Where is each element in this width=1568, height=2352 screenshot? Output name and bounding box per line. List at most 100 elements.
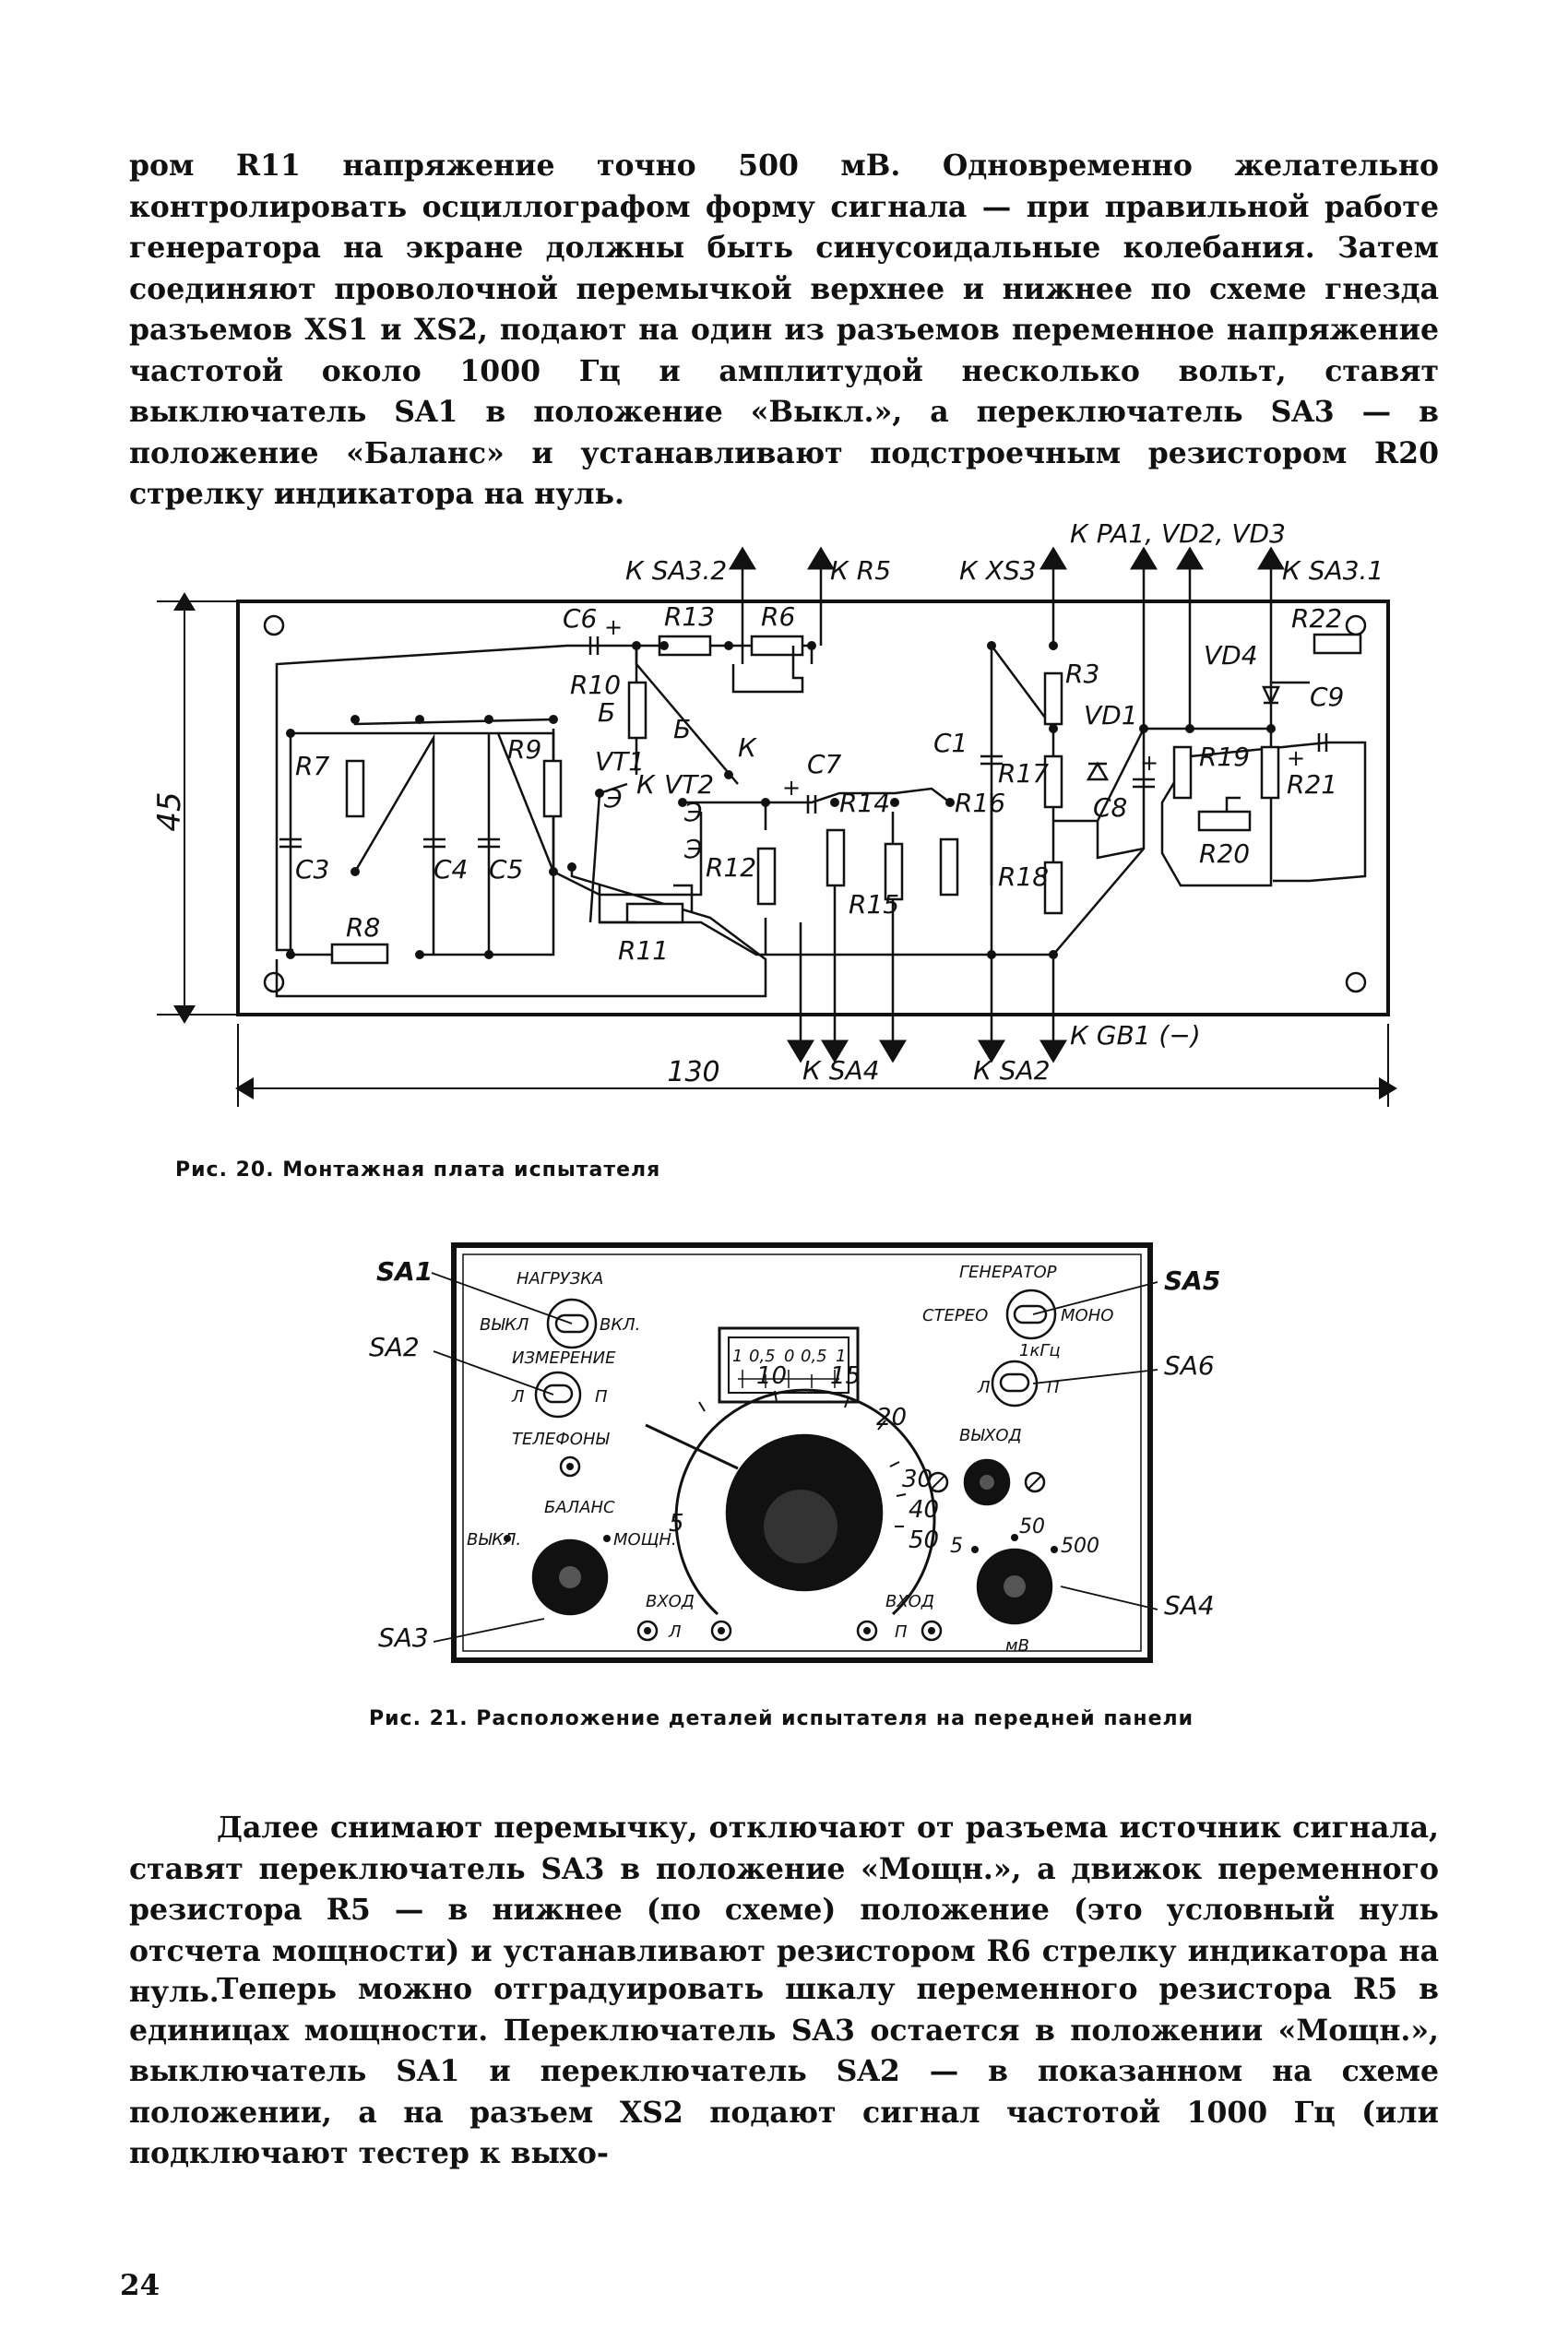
- dial-scale-20: 20: [876, 1404, 907, 1431]
- capacitor-c3: [279, 837, 302, 849]
- panel-label-input-l: ВХОД: [646, 1592, 695, 1611]
- label-r20: R20: [1199, 838, 1250, 869]
- label-e2: Э: [683, 797, 703, 827]
- panel-label-on: ВКЛ.: [600, 1315, 640, 1335]
- label-c9: C9: [1310, 682, 1344, 712]
- indicator-meter: [718, 1326, 860, 1404]
- meter-scale-1: 1: [732, 1347, 742, 1366]
- panel-label-phones: ТЕЛЕФОНЫ: [512, 1430, 610, 1449]
- mount-hole: [263, 614, 285, 636]
- panel-label-power: МОЩН.: [613, 1530, 677, 1550]
- capacitor-c8: [1133, 778, 1155, 789]
- power-dial-r5: [645, 1388, 936, 1616]
- svg-text:+: +: [1140, 750, 1158, 776]
- label-b2: Б: [673, 714, 691, 744]
- panel-label-1khz: 1кГц: [1019, 1341, 1061, 1360]
- panel-label-off: ВЫКЛ: [480, 1315, 529, 1335]
- panel-label-l3: Л: [977, 1378, 991, 1397]
- resistor-r8: [330, 943, 389, 965]
- pcb-board: [236, 600, 1390, 1016]
- panel-label-output: ВЫХОД: [959, 1426, 1022, 1445]
- panel-label-stereo: СТЕРЕО: [922, 1306, 988, 1325]
- label-c5: C5: [489, 854, 523, 885]
- label-r21: R21: [1287, 769, 1337, 800]
- label-r18: R18: [998, 861, 1049, 892]
- label-k2: К: [636, 769, 656, 800]
- figure-21-front-panel: SA1 SA2 SA3 SA5 SA6 SA4 1 0,5 0 0,5 1: [369, 1242, 1220, 1663]
- capacitor-c1: [980, 754, 1003, 766]
- resistor-r9: [542, 759, 563, 818]
- resistor-r20: [1197, 796, 1252, 832]
- paragraph-3: Теперь можно отградуировать шкалу переме…: [129, 1972, 1439, 2170]
- resistor-r16: [939, 837, 959, 897]
- panel-label-balance: БАЛАНС: [544, 1498, 615, 1517]
- figure-21-caption: Рис. 21. Расположение деталей испытателя…: [369, 1707, 1194, 1730]
- meter-scale-2: 0,5: [749, 1347, 776, 1366]
- label-r13: R13: [664, 601, 715, 632]
- input-jack-left-1: [636, 1620, 659, 1642]
- resistor-r22: [1313, 633, 1362, 655]
- conn-label-pa1: К PA1, VD2, VD3: [1070, 518, 1286, 549]
- dim-width-label: 130: [667, 1056, 719, 1088]
- conn-label-sa2: К SA2: [973, 1055, 1051, 1086]
- conn-label-r5: К R5: [830, 555, 891, 586]
- toggle-switch-sa2: [534, 1371, 582, 1419]
- label-vd1: VD1: [1084, 700, 1138, 731]
- label-r10: R10: [570, 670, 621, 700]
- conn-label-sa3-1: К SA3.1: [1282, 555, 1384, 586]
- panel-label-load: НАГРУЗКА: [517, 1269, 603, 1289]
- label-sa3: SA3: [378, 1622, 429, 1653]
- panel-label-r: П: [595, 1387, 608, 1407]
- label-e1: Э: [603, 783, 623, 814]
- mount-hole: [1345, 971, 1367, 993]
- label-r8: R8: [346, 912, 380, 943]
- label-sa4: SA4: [1164, 1590, 1215, 1621]
- panel-label-input-r2: П: [895, 1622, 908, 1642]
- label-c3: C3: [295, 854, 329, 885]
- panel-label-l: Л: [511, 1387, 525, 1407]
- label-r3: R3: [1065, 659, 1099, 689]
- dial-scale-5: 5: [669, 1510, 684, 1538]
- toggle-switch-sa5: [1005, 1289, 1057, 1340]
- resistor-r3: [1043, 671, 1063, 726]
- diode-vd4: [1262, 685, 1280, 706]
- output-scale-5: 5: [950, 1535, 963, 1558]
- panel-label-mono: МОНО: [1061, 1306, 1113, 1325]
- conn-label-sa4: К SA4: [802, 1055, 880, 1086]
- label-c7: C7: [807, 749, 842, 779]
- resistor-r15: [884, 842, 904, 901]
- dial-scale-30: 30: [902, 1466, 932, 1493]
- label-r16: R16: [955, 788, 1005, 818]
- panel-label-generator: ГЕНЕРАТОР: [959, 1263, 1057, 1282]
- toggle-switch-sa6: [991, 1360, 1039, 1408]
- svg-text:+: +: [1287, 745, 1305, 771]
- label-r12: R12: [706, 852, 756, 883]
- label-vt2: VT2: [664, 769, 714, 800]
- resistor-r17: [1043, 754, 1063, 809]
- resistor-r21: [1260, 745, 1280, 800]
- capacitor-c7: [806, 795, 817, 814]
- resistor-r14: [826, 828, 846, 887]
- resistor-r11: [598, 884, 694, 924]
- paragraph-2: Далее снимают перемычку, отключают от ра…: [129, 1811, 1439, 2009]
- mount-hole: [1345, 614, 1367, 636]
- output-jack-right: [1024, 1471, 1046, 1493]
- conn-label-xs3: К XS3: [959, 555, 1037, 586]
- dial-scale-15: 15: [830, 1362, 861, 1390]
- dial-scale-40: 40: [909, 1496, 939, 1524]
- figure-20-pcb-layout: 45 130 К SA3.2 К R5 К XS3 К PA1, VD2, VD…: [151, 518, 1397, 1107]
- label-r14: R14: [839, 788, 890, 818]
- label-r6: R6: [761, 601, 795, 632]
- label-sa6: SA6: [1164, 1350, 1215, 1381]
- resistor-r6: [731, 635, 804, 694]
- label-r22: R22: [1291, 603, 1342, 634]
- output-scale-500: 500: [1061, 1535, 1099, 1558]
- conn-label-gb1: К GB1 (−): [1070, 1020, 1201, 1051]
- knob-sa3: [531, 1538, 609, 1616]
- panel-label-input-r: ВХОД: [885, 1592, 934, 1611]
- panel-label-mv: мВ: [1005, 1636, 1029, 1656]
- label-r17: R17: [998, 758, 1049, 789]
- toggle-switch-sa1: [546, 1298, 598, 1349]
- label-vd4: VD4: [1204, 640, 1258, 671]
- label-sa2: SA2: [369, 1332, 420, 1362]
